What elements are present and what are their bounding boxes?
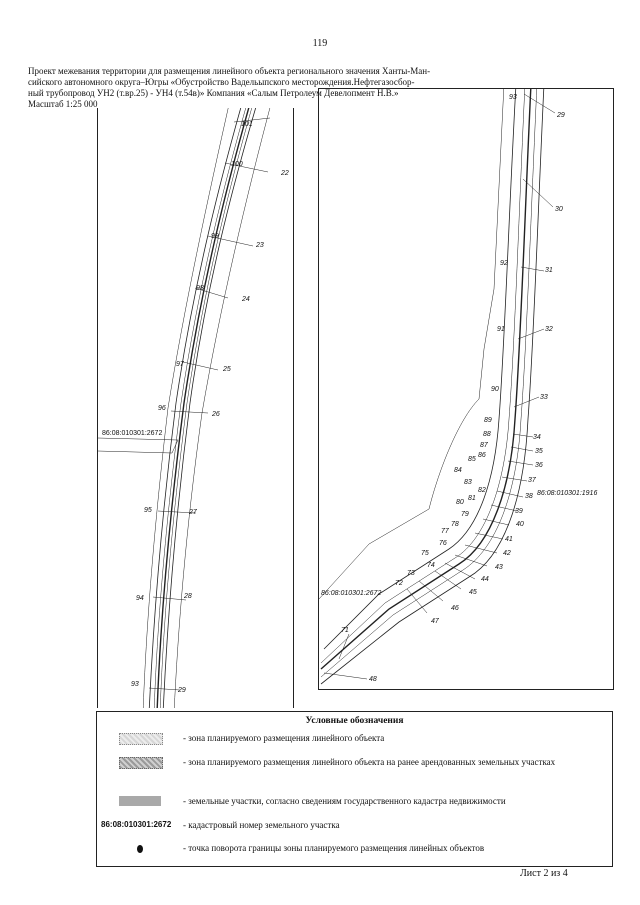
point-label: 40 (516, 521, 524, 528)
point-label: 84 (454, 467, 462, 474)
point-label: 83 (464, 479, 472, 486)
point-label: 99 (211, 233, 219, 240)
map-panel-left: 101 100 99 98 97 96 95 94 93 22 23 24 25… (97, 99, 294, 715)
header-line: сийского автономного округа–Югры «Обустр… (28, 77, 415, 87)
point-label: 24 (241, 296, 250, 303)
point-label: 74 (427, 562, 435, 569)
point-label: 85 (468, 456, 476, 463)
point-label: 47 (431, 618, 440, 625)
document-header: Проект межевания территории для размещен… (28, 66, 488, 110)
point-label: 35 (535, 448, 543, 455)
point-label: 43 (495, 564, 503, 571)
point-label: 91 (497, 326, 505, 333)
point-label: 31 (545, 267, 553, 274)
point-label: 78 (451, 521, 459, 528)
point-label: 38 (525, 493, 533, 500)
point-label: 100 (231, 161, 243, 168)
point-label: 87 (480, 442, 489, 449)
legend-text: - зона планируемого размещения линейного… (183, 733, 385, 743)
cadastral-number: 86:08:010301:2672 (102, 430, 162, 437)
point-label: 90 (491, 386, 499, 393)
cadastre-swatch (119, 796, 161, 806)
point-label: 25 (222, 366, 231, 373)
point-label: 82 (478, 487, 486, 494)
point-label: 44 (481, 576, 489, 583)
point-label: 77 (441, 528, 450, 535)
sheet-label: Лист 2 из 4 (520, 868, 568, 879)
point-label: 28 (183, 593, 192, 600)
point-label: 86 (478, 452, 486, 459)
point-label: 33 (540, 394, 548, 401)
point-label: 45 (469, 589, 477, 596)
scale-label: Масштаб 1:25 000 (28, 99, 98, 109)
point-label: 81 (468, 495, 476, 502)
legend-text: - кадастровый номер земельного участка (183, 820, 340, 830)
point-label: 93 (509, 94, 517, 101)
legend-text: - земельные участки, согласно сведениям … (183, 796, 506, 806)
point-label: 46 (451, 605, 459, 612)
point-label: 27 (188, 509, 198, 516)
map-right-drawing: 93 29 30 31 32 33 92 91 90 89 88 87 86 8… (318, 83, 597, 685)
header-line: ный трубопровод УН2 (т.вр.25) - УН4 (т.5… (28, 88, 399, 98)
point-label: 98 (196, 285, 204, 292)
legend: Условные обозначения - зона планируемого… (96, 711, 613, 867)
point-label: 41 (505, 536, 513, 543)
point-label: 29 (177, 687, 186, 694)
point-label: 32 (545, 326, 553, 333)
point-label: 37 (528, 477, 537, 484)
point-label: 39 (515, 508, 523, 515)
point-label: 96 (158, 405, 166, 412)
point-label: 80 (456, 499, 464, 506)
point-label: 30 (555, 206, 563, 213)
point-label: 48 (369, 676, 377, 683)
point-label: 73 (407, 570, 415, 577)
point-label: 72 (395, 580, 403, 587)
point-label: 71 (341, 627, 349, 634)
point-label: 88 (483, 431, 491, 438)
point-label: 36 (535, 462, 543, 469)
legend-text: - точка поворота границы зоны планируемо… (183, 843, 485, 853)
point-label: 89 (484, 417, 492, 424)
point-label: 93 (131, 681, 139, 688)
point-label: 34 (533, 434, 541, 441)
cadastral-number: 86:08:010301:2672 (321, 590, 381, 597)
turn-point-icon (137, 845, 143, 853)
legend-text: - зона планируемого размещения линейного… (183, 757, 556, 767)
point-label: 22 (280, 170, 289, 177)
legend-title: Условные обозначения (305, 716, 404, 726)
point-label: 23 (255, 242, 264, 249)
point-label: 97 (176, 361, 185, 368)
point-label: 95 (144, 507, 152, 514)
point-label: 101 (241, 121, 253, 128)
point-label: 76 (439, 540, 447, 547)
cadastral-number: 86:08:010301:1916 (537, 490, 597, 497)
point-label: 42 (503, 550, 511, 557)
point-label: 26 (211, 411, 220, 418)
map-left-drawing: 101 100 99 98 97 96 95 94 93 22 23 24 25… (97, 99, 289, 715)
point-label: 75 (421, 550, 429, 557)
point-label: 92 (500, 260, 508, 267)
point-label: 29 (556, 112, 565, 119)
header-line: Проект межевания территории для размещен… (28, 66, 431, 76)
map-panel-right: 93 29 30 31 32 33 92 91 90 89 88 87 86 8… (318, 83, 614, 690)
zone-swatch (119, 733, 163, 745)
point-label: 94 (136, 595, 144, 602)
page-number: 119 (312, 38, 328, 49)
cadastral-number-sample: 86:08:010301:2672 (101, 820, 172, 829)
leased-zone-swatch (119, 757, 163, 769)
point-label: 79 (461, 511, 469, 518)
